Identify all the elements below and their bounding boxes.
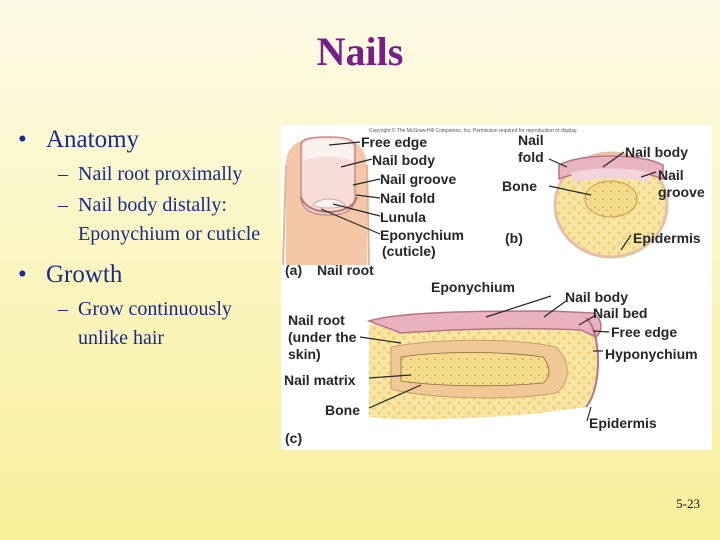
copyright-notice: Copyright © The McGraw-Hill Companies, I…	[369, 127, 578, 134]
label-nail-groove-b1: Nail	[658, 167, 684, 183]
panel-c-tag: (c)	[285, 430, 302, 446]
panel-c-longitudinal-section	[369, 311, 601, 419]
slide-title: Nails	[0, 28, 720, 75]
nail-anatomy-illustration: Copyright © The McGraw-Hill Companies, I…	[281, 125, 712, 450]
label-nail-groove-b2: groove	[658, 184, 705, 200]
bullet-dot-icon: •	[18, 261, 46, 289]
bullet-list: • Anatomy – Nail root proximally – Nail …	[18, 126, 280, 355]
label-nail-b: Nail	[518, 132, 544, 148]
bullet-text: Growth	[46, 261, 122, 289]
label-free-edge-c: Free edge	[611, 324, 677, 340]
label-nail-body-c: Nail body	[565, 289, 628, 305]
label-under-the: (under the	[288, 329, 357, 345]
label-bone-b: Bone	[502, 178, 537, 194]
label-nail-body-b: Nail body	[625, 144, 688, 160]
label-skin: skin)	[288, 346, 321, 362]
dash-icon: –	[58, 191, 78, 249]
dash-icon: –	[58, 160, 78, 189]
label-hyponychium-c: Hyponychium	[605, 346, 698, 362]
label-nail-matrix-c: Nail matrix	[284, 372, 356, 388]
panel-a-tag: (a)	[285, 262, 302, 278]
sub-bullet-text: Grow continuously unlike hair	[78, 295, 280, 353]
page-number: 5-23	[676, 496, 700, 512]
bullet-anatomy: • Anatomy	[18, 126, 280, 154]
label-nail-fold: Nail fold	[380, 190, 435, 206]
bullet-dot-icon: •	[18, 126, 46, 154]
label-eponychium: Eponychium	[380, 227, 464, 243]
sub-bullet-text: Nail root proximally	[78, 160, 242, 189]
label-nail-bed-c: Nail bed	[593, 305, 647, 321]
label-lunula: Lunula	[380, 209, 426, 225]
sub-bullet-grow: – Grow continuously unlike hair	[58, 295, 280, 353]
label-cuticle: (cuticle)	[382, 243, 436, 259]
dash-icon: –	[58, 295, 78, 353]
sub-bullet-nail-body: – Nail body distally: Eponychium or cuti…	[58, 191, 280, 249]
bullet-text: Anatomy	[46, 126, 139, 154]
bullet-growth: • Growth	[18, 261, 280, 289]
nail-anatomy-figure: Copyright © The McGraw-Hill Companies, I…	[281, 125, 712, 450]
label-nail-body: Nail body	[372, 152, 435, 168]
label-epidermis-b: Epidermis	[633, 230, 701, 246]
label-nail-root-c: Nail root	[288, 312, 345, 328]
label-fold-b: fold	[518, 149, 544, 165]
panel-b-tag: (b)	[505, 230, 523, 246]
panel-a-finger	[283, 137, 369, 265]
sub-bullet-text: Nail body distally: Eponychium or cuticl…	[78, 191, 280, 249]
label-epidermis-c: Epidermis	[589, 415, 657, 431]
label-nail-root-a: Nail root	[317, 262, 374, 278]
label-eponychium-c: Eponychium	[431, 279, 515, 295]
label-nail-groove: Nail groove	[380, 171, 456, 187]
label-free-edge: Free edge	[361, 134, 427, 150]
sub-bullet-nail-root: – Nail root proximally	[58, 160, 280, 189]
label-bone-c: Bone	[325, 402, 360, 418]
